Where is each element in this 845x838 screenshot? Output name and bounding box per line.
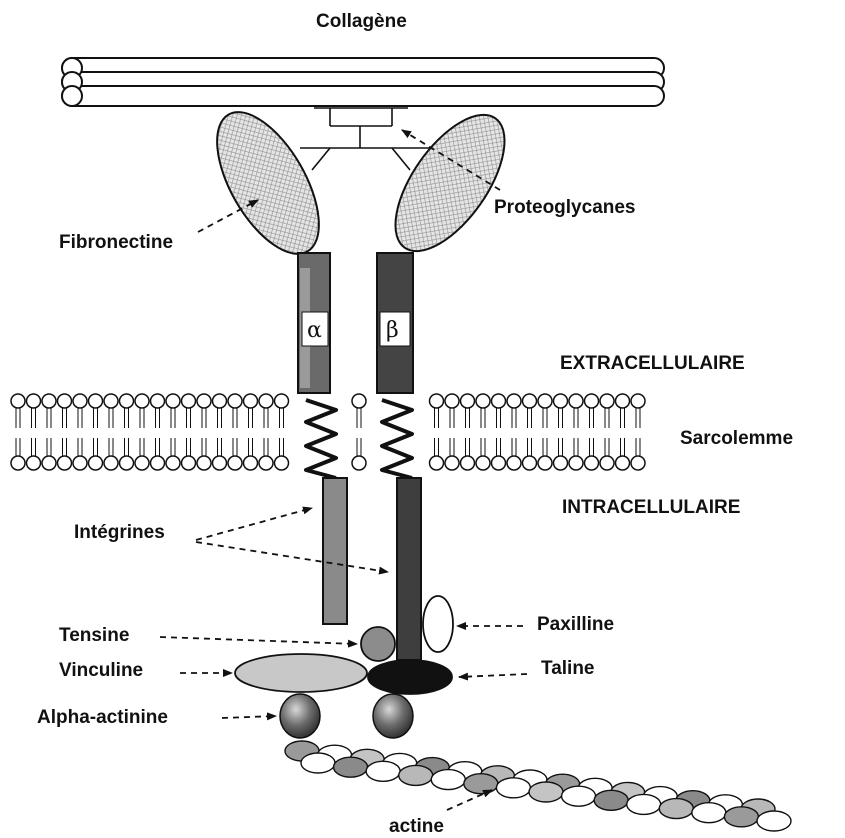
fibronectine-label: Fibronectine	[59, 232, 173, 253]
lipid-molecule	[27, 394, 41, 470]
taline-label: Taline	[541, 658, 595, 679]
alpha-actinine-label: Alpha-actinine	[37, 707, 168, 728]
actin-monomer	[724, 807, 758, 827]
sarcolemme-label: Sarcolemme	[680, 428, 793, 449]
lipid-molecule	[58, 394, 72, 470]
actin-monomer	[301, 753, 335, 773]
alpha-transmembrane-helix	[306, 400, 336, 478]
tensine-protein	[361, 627, 395, 661]
alpha-actinine-arrow	[222, 716, 276, 718]
actin-monomer	[334, 757, 368, 777]
vinculine-label: Vinculine	[59, 660, 143, 681]
vinculine-protein	[235, 654, 367, 692]
proteoglycan-structure	[300, 108, 430, 170]
integrines-label: Intégrines	[74, 522, 165, 543]
actin-monomer	[659, 799, 693, 819]
actin-monomer	[757, 811, 791, 831]
lipid-molecule	[352, 394, 366, 470]
tensine-arrow	[160, 637, 357, 644]
lipid-molecule	[430, 394, 444, 470]
lipid-molecule	[104, 394, 118, 470]
integrines-beta-arrow	[196, 542, 388, 572]
integrin-beta-cytoplasmic	[397, 478, 421, 660]
alpha-subunit-label: α	[307, 318, 322, 343]
paxilline-protein	[423, 596, 453, 652]
integrin-alpha-cytoplasmic	[323, 478, 347, 624]
lipid-molecule	[11, 394, 25, 470]
actin-monomer	[464, 774, 498, 794]
tensine-label: Tensine	[59, 625, 129, 646]
lipid-molecule	[538, 394, 552, 470]
alpha-actinine-right	[373, 694, 413, 738]
actin-monomer	[692, 803, 726, 823]
lipid-molecule	[197, 394, 211, 470]
taline-protein	[368, 660, 452, 694]
actin-filament	[285, 741, 791, 831]
lipid-molecule	[42, 394, 56, 470]
beta-subunit-label: β	[386, 318, 399, 343]
actin-monomer	[627, 794, 661, 814]
proteoglycanes-label: Proteoglycanes	[494, 197, 636, 218]
collagen-fiber	[62, 58, 664, 106]
actin-monomer	[594, 790, 628, 810]
alpha-actinine-left	[280, 694, 320, 738]
lipid-molecule	[492, 394, 506, 470]
lipid-molecule	[445, 394, 459, 470]
lipid-molecule	[135, 394, 149, 470]
actin-monomer	[496, 778, 530, 798]
lipid-molecule	[213, 394, 227, 470]
lipid-molecule	[73, 394, 87, 470]
actin-monomer	[399, 765, 433, 785]
lipid-molecule	[600, 394, 614, 470]
actine-label: actine	[389, 816, 444, 837]
lipid-molecule	[120, 394, 134, 470]
lipid-molecule	[554, 394, 568, 470]
lipid-molecule	[476, 394, 490, 470]
lipid-molecule	[616, 394, 630, 470]
lipid-molecule	[585, 394, 599, 470]
lipid-molecule	[244, 394, 258, 470]
integrines-alpha-arrow	[196, 508, 312, 540]
lipid-molecule	[461, 394, 475, 470]
intracellulaire-label: INTRACELLULAIRE	[562, 497, 740, 518]
lipid-molecule	[89, 394, 103, 470]
lipid-molecule	[507, 394, 521, 470]
paxilline-label: Paxilline	[537, 614, 614, 635]
lipid-molecule	[523, 394, 537, 470]
fibronectin-right-lobe	[374, 97, 525, 269]
lipid-molecule	[151, 394, 165, 470]
lipid-molecule	[275, 394, 289, 470]
actin-monomer	[366, 761, 400, 781]
lipid-molecule	[569, 394, 583, 470]
actin-monomer	[431, 770, 465, 790]
collagene-label: Collagène	[316, 11, 407, 32]
lipid-molecule	[166, 394, 180, 470]
lipid-molecule	[259, 394, 273, 470]
actin-monomer	[529, 782, 563, 802]
taline-arrow	[459, 674, 527, 677]
fibronectin-left-lobe	[196, 96, 339, 270]
beta-transmembrane-helix	[382, 400, 412, 478]
extracellulaire-label: EXTRACELLULAIRE	[560, 353, 745, 374]
lipid-molecule	[631, 394, 645, 470]
lipid-molecule	[182, 394, 196, 470]
actin-monomer	[562, 786, 596, 806]
lipid-molecule	[228, 394, 242, 470]
